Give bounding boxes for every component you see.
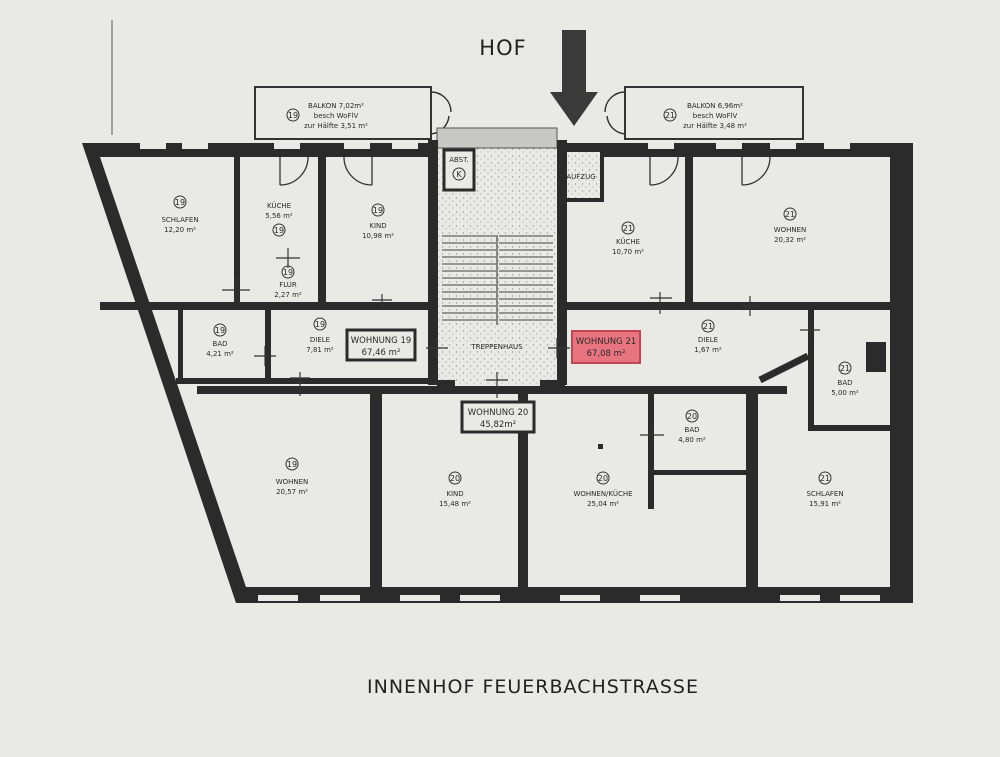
room-unit: 21 xyxy=(785,210,795,219)
balcony-note: besch WoFlV xyxy=(693,112,738,120)
room-name: DIELE xyxy=(698,336,718,344)
apartment-label-20: WOHNUNG 20 45,82m² xyxy=(460,400,536,434)
room-unit: 19 xyxy=(215,326,225,335)
apartment-area: 45,82m² xyxy=(480,420,516,430)
storage-label: ABST. xyxy=(449,156,469,164)
room-unit: 19 xyxy=(175,198,185,207)
door-marks xyxy=(222,248,820,446)
room-unit: 20 xyxy=(687,412,697,421)
entrance-arrow-icon xyxy=(550,30,598,126)
windows-top xyxy=(140,143,850,149)
balcony-label: BALKON 7,02m² xyxy=(308,102,364,110)
room-name: BAD xyxy=(685,426,700,434)
column-mark xyxy=(598,444,603,449)
room-area: 4,21 m² xyxy=(206,350,234,358)
apartment-name: WOHNUNG 20 xyxy=(468,408,529,418)
balcony-half-area: zur Hälfte 3,48 m² xyxy=(683,122,747,130)
storage-room: ABST. K xyxy=(442,148,476,192)
interior-walls xyxy=(100,140,897,587)
room-name: KIND xyxy=(446,490,463,498)
room-unit: 21 xyxy=(703,322,713,331)
room-unit: 19 xyxy=(315,320,325,329)
room-area: 2,27 m² xyxy=(274,291,302,299)
room-name: KÜCHE xyxy=(616,237,640,246)
balcony-unit-number: 19 xyxy=(288,111,298,120)
balcony-label: BALKON 6,96m² xyxy=(687,102,743,110)
room-name: WOHNEN/KÜCHE xyxy=(573,489,632,498)
footer-title: INNENHOF FEUERBACHSTRASSE xyxy=(367,676,699,698)
room-area: 20,32 m² xyxy=(774,236,806,244)
room-19-kueche: KÜCHE 5,56 m² 19 xyxy=(265,201,293,237)
room-area: 10,70 m² xyxy=(612,248,644,256)
room-name: WOHNEN xyxy=(276,478,309,486)
room-area: 5,00 m² xyxy=(831,389,859,397)
room-area: 10,98 m² xyxy=(362,232,394,240)
room-area: 25,04 m² xyxy=(587,500,619,508)
room-area: 7,81 m² xyxy=(306,346,334,354)
room-unit: 21 xyxy=(623,224,633,233)
room-name: BAD xyxy=(838,379,853,387)
room-area: 12,20 m² xyxy=(164,226,196,234)
storage-mark: K xyxy=(456,170,462,179)
apartment-area: 67,08 m² xyxy=(587,349,626,359)
room-unit: 21 xyxy=(820,474,830,483)
apartment-label-21: WOHNUNG 21 67,08 m² xyxy=(571,330,641,364)
apartment-name: WOHNUNG 21 xyxy=(576,337,637,347)
room-unit: 19 xyxy=(287,460,297,469)
balcony-unit-21: 21 BALKON 6,96m² besch WoFlV zur Hälfte … xyxy=(604,86,804,140)
room-name: KIND xyxy=(369,222,386,230)
room-name: SCHLAFEN xyxy=(161,216,198,224)
room-name: DIELE xyxy=(310,336,330,344)
apartment-area: 67,46 m² xyxy=(362,348,401,358)
room-area: 20,57 m² xyxy=(276,488,308,496)
stairwell-label: TREPPENHAUS xyxy=(470,343,523,351)
stair-treads xyxy=(442,235,553,321)
room-unit: 19 xyxy=(274,226,284,235)
room-name: FLUR xyxy=(279,281,297,289)
room-area: 4,80 m² xyxy=(678,436,706,444)
apartment-label-19: WOHNUNG 19 67,46 m² xyxy=(345,328,417,362)
room-unit: 20 xyxy=(598,474,608,483)
room-unit: 19 xyxy=(283,268,293,277)
diagonal-wall xyxy=(758,352,810,384)
balcony-note: besch WoFlV xyxy=(314,112,359,120)
room-unit: 21 xyxy=(840,364,850,373)
balcony-unit-19: 19 BALKON 7,02m² besch WoFlV zur Hälfte … xyxy=(254,86,452,140)
room-name: WOHNEN xyxy=(774,226,807,234)
room-name: SCHLAFEN xyxy=(806,490,843,498)
room-name: BAD xyxy=(213,340,228,348)
apartment-name: WOHNUNG 19 xyxy=(351,336,412,346)
room-unit: 19 xyxy=(373,206,383,215)
balcony-unit-number: 21 xyxy=(665,111,675,120)
room-area: 1,67 m² xyxy=(694,346,722,354)
room-unit: 20 xyxy=(450,474,460,483)
room-area: 15,91 m² xyxy=(809,500,841,508)
header-title: HOF xyxy=(479,36,526,60)
room-area: 5,56 m² xyxy=(265,212,293,220)
windows-bottom xyxy=(258,595,880,601)
elevator-label: AUFZUG xyxy=(566,173,595,181)
door-swings xyxy=(279,156,771,186)
room-area: 15,48 m² xyxy=(439,500,471,508)
room-name: KÜCHE xyxy=(267,201,291,210)
balcony-half-area: zur Hälfte 3,51 m² xyxy=(304,122,368,130)
